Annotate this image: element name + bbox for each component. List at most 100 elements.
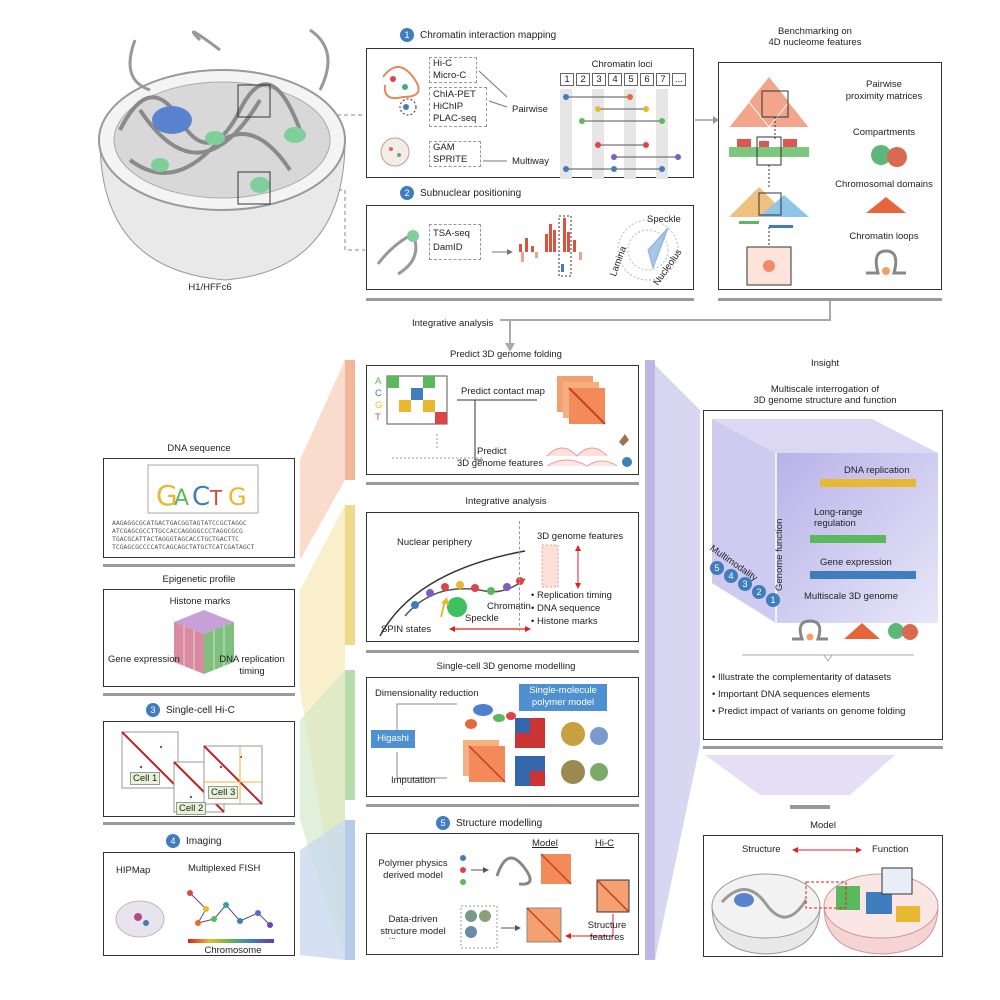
sc-panel: Dimensionality reduction Higashi Imputat… bbox=[366, 677, 639, 797]
radar-plot bbox=[617, 219, 679, 281]
domain-icon bbox=[866, 197, 906, 213]
modality-badges: 5 4 3 2 1 bbox=[710, 561, 780, 621]
seq-logo: G A C T G bbox=[147, 464, 259, 514]
long-range-2: regulation bbox=[814, 518, 856, 529]
imputation-label: Imputation bbox=[391, 775, 436, 786]
dna-line-1: AAGAGGCGCATGACTGACGGTAGTATCCGCTAGGC bbox=[112, 519, 247, 527]
poly-phys-1: Polymer physics bbox=[378, 858, 448, 869]
sc-structures bbox=[515, 718, 608, 786]
section-2-badge: 2 bbox=[400, 186, 414, 200]
function-label: Function bbox=[872, 844, 909, 855]
dna-rep-2: timing bbox=[239, 666, 265, 677]
svg-text:G: G bbox=[228, 483, 247, 511]
schic-panel: Cell 1 Cell 2 Cell 3 bbox=[103, 721, 295, 817]
feat-replication: Replication timing bbox=[531, 590, 612, 601]
chromatin-loci-label: Chromatin loci bbox=[591, 59, 653, 70]
integrative-panel: Nuclear periphery Chromatin Speckle SPIN… bbox=[366, 512, 639, 642]
method-damid: DamID bbox=[433, 242, 463, 253]
cell-1-label: Cell 1 bbox=[130, 772, 161, 785]
svg-text:A: A bbox=[174, 486, 189, 511]
histone-label: Histone marks bbox=[169, 596, 231, 607]
predicted-maps bbox=[546, 376, 632, 467]
multiway-label: Multiway bbox=[512, 156, 549, 167]
integ-mid-title: Integrative analysis bbox=[465, 496, 547, 507]
higashi-box: Higashi bbox=[371, 730, 415, 748]
model-col-label: Model bbox=[532, 838, 558, 849]
gene-expr-label: Gene expression bbox=[108, 654, 180, 665]
benchmark-title-1: Benchmarking on bbox=[778, 26, 852, 37]
structure-visuals bbox=[460, 853, 630, 949]
predict-panel: A C G T Predict contact map Predict 3D g… bbox=[366, 365, 639, 475]
ribbon-bottom bbox=[705, 755, 895, 795]
multiscale-title-2: 3D genome structure and function bbox=[753, 395, 897, 406]
epi-title: Epigenetic profile bbox=[162, 574, 236, 585]
sc-arrows bbox=[396, 703, 516, 783]
subnuclear-panel: TSA-seq DamID Speckle Lamina Nucleolus bbox=[366, 205, 694, 290]
chromatin-label: Chromatin bbox=[487, 601, 531, 612]
dna-line-3: TGACGCATTACTAGGGTAGCACCTGCTGACTTC bbox=[112, 535, 239, 543]
model-title: Model bbox=[810, 820, 836, 831]
feat-dna: DNA sequence bbox=[531, 603, 600, 614]
dna-replication-label: DNA replication bbox=[844, 465, 910, 476]
multiscale-title-1: Multiscale interrogation of bbox=[770, 384, 880, 395]
section-2-title: Subnuclear positioning bbox=[420, 188, 522, 199]
benchmark-visuals bbox=[728, 77, 810, 286]
dna-seq-panel: G A C T G AAGAGGCGCATGACTGACGGTAGTATCCGC… bbox=[103, 458, 295, 558]
nuclear-periphery-label: Nuclear periphery bbox=[397, 537, 472, 548]
integrative-analysis-top: Integrative analysis bbox=[412, 318, 494, 329]
method-hichip: HiChIP bbox=[433, 101, 464, 112]
pairwise-label: Pairwise bbox=[512, 104, 548, 115]
periphery-drawing bbox=[379, 550, 531, 637]
svg-text:T: T bbox=[209, 486, 223, 510]
insight-panel: Genome function DNA replication Long-ran… bbox=[703, 410, 943, 740]
dna-rep-1: DNA replication bbox=[219, 654, 285, 665]
method-microc: Micro-C bbox=[433, 70, 467, 81]
speckle-mid-label: Speckle bbox=[465, 613, 499, 624]
imaging-visuals bbox=[115, 890, 274, 943]
feat-list: Replication timing DNA sequence Histone … bbox=[531, 589, 612, 628]
compartment-icon bbox=[871, 145, 907, 167]
model-panel: Structure Function bbox=[703, 835, 943, 957]
cell-label: H1/HFFc6 bbox=[188, 282, 232, 293]
epi-cube bbox=[174, 610, 234, 674]
struct-feat-2: features bbox=[589, 932, 625, 943]
long-range-1: Long-range bbox=[814, 507, 863, 518]
method-hic: Hi-C bbox=[433, 58, 452, 69]
bench-loops: Chromatin loops bbox=[849, 231, 919, 242]
predict-title: Predict 3D genome folding bbox=[450, 349, 562, 360]
section-4-badge: 4 bbox=[166, 834, 180, 848]
ribbon-dna bbox=[300, 360, 345, 560]
cell-3-label: Cell 3 bbox=[208, 786, 239, 799]
bench-proximity: proximity matrices bbox=[845, 91, 923, 102]
insight-bullet-2: Important DNA sequences elements bbox=[712, 689, 870, 700]
subnuclear-icon bbox=[376, 230, 419, 276]
benchmark-panel: Pairwise proximity matrices Compartments… bbox=[718, 62, 942, 290]
dna-line-2: ATCGAGCGCCTTGCCACCAGGGGCCCTAGGCGCG bbox=[112, 527, 243, 535]
method-arrows bbox=[478, 70, 508, 162]
insight-label: Insight bbox=[811, 358, 839, 369]
dim-red-label: Dimensionality reduction bbox=[375, 688, 479, 699]
svg-text:G: G bbox=[156, 479, 178, 512]
dna-line-4: TCGAGCGCCCCATCAGCAGCTATGCTCATCGATAGCT bbox=[112, 543, 255, 551]
insight-bullets: Illustrate the complementarity of datase… bbox=[712, 671, 905, 718]
schic-maps bbox=[121, 731, 263, 813]
method-sprite: SPRITE bbox=[433, 154, 468, 165]
section-3-title: Single-cell Hi-C bbox=[166, 705, 235, 716]
multiscale-3d-label: Multiscale 3D genome bbox=[804, 591, 898, 602]
benchmark-title-2: 4D nucleome features bbox=[768, 37, 862, 48]
feat3d-arrow bbox=[541, 544, 581, 589]
imaging-panel: HIPMap Multiplexed FISH Chromosome bbox=[103, 852, 295, 956]
loci-grid: 1 2 3 4 5 6 7 ... bbox=[560, 73, 688, 179]
dna-seq-title: DNA sequence bbox=[167, 443, 231, 454]
predict-contact-map: Predict contact map bbox=[461, 386, 545, 397]
section-1-badge: 1 bbox=[400, 28, 414, 42]
insight-bullet-1: Illustrate the complementarity of datase… bbox=[712, 672, 891, 683]
onehot-matrix bbox=[386, 375, 448, 425]
bench-domains: Chromosomal domains bbox=[835, 179, 933, 190]
section-5-title: Structure modelling bbox=[456, 818, 543, 829]
data-driven-2: structure model bbox=[380, 926, 446, 937]
chromosome-label: Chromosome bbox=[204, 945, 262, 956]
bench-compartments: Compartments bbox=[852, 127, 916, 138]
